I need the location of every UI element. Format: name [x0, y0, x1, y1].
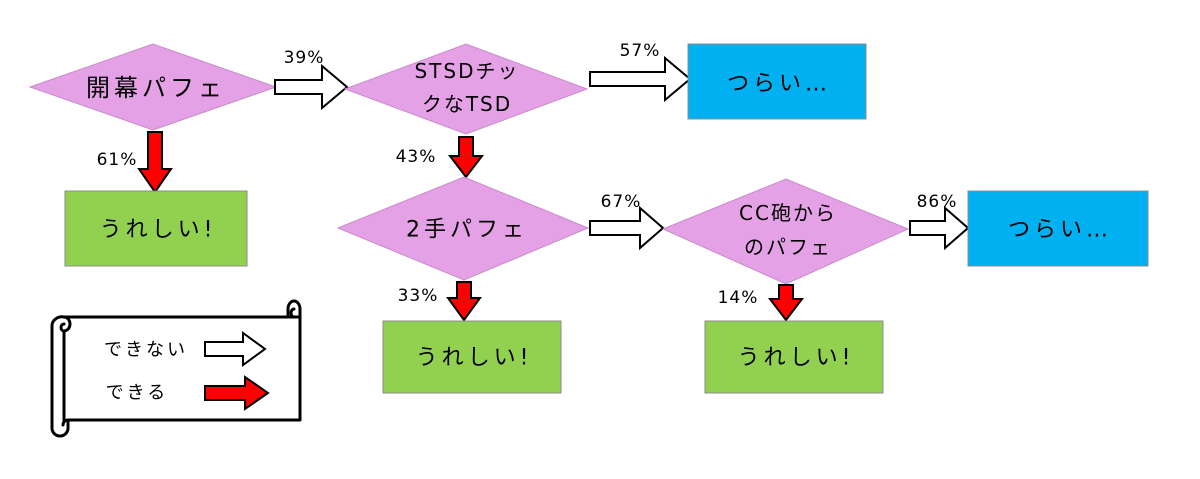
legend-cannot-arrow — [204, 331, 267, 367]
decision-stsd-label-line1: STSDチッ — [414, 59, 519, 83]
edge-probability-label: 57% — [620, 41, 661, 61]
outcome-stsd-fail-box — [687, 43, 867, 120]
legend-can-label: できる — [106, 383, 169, 404]
outcome-cc-success: うれしい! — [704, 320, 884, 394]
edge-probability-label: 43% — [396, 147, 437, 167]
legend-row-cannot: できない — [104, 331, 267, 367]
decision-cc-shape — [661, 178, 910, 285]
outcome-two-hand-success-label: うれしい! — [416, 346, 533, 371]
edge-cc-to-fail: 86% — [909, 192, 970, 251]
outcome-cc-fail-label: つらい… — [1008, 218, 1112, 243]
decision-two-hand-label: 2手パフェ — [406, 218, 528, 243]
decision-opening-perfect: 開幕パフェ — [28, 43, 278, 131]
decision-two-hand: 2手パフェ — [336, 176, 590, 281]
legend-scroll-curl-left — [59, 315, 72, 422]
can-arrow — [137, 131, 173, 194]
legend-scroll-shape — [50, 299, 302, 438]
edge-probability-label: 67% — [601, 192, 642, 212]
edge-probability-label: 39% — [284, 48, 325, 68]
decision-cc: CC砲から のパフェ — [661, 178, 910, 285]
legend: できない できる — [50, 299, 302, 438]
outcome-stsd-fail: つらい… — [687, 43, 867, 120]
edge-cc-to-success: 14% — [718, 284, 805, 322]
cannot-arrow — [274, 63, 349, 111]
outcome-cc-success-box — [704, 320, 884, 394]
can-arrow — [446, 281, 482, 322]
outcome-two-hand-success-box — [382, 320, 562, 394]
decision-opening-perfect-label: 開幕パフェ — [86, 74, 226, 102]
cannot-arrow — [909, 205, 970, 251]
decision-cc-label-line1: CC砲から — [739, 201, 837, 225]
legend-can-arrow — [204, 375, 270, 411]
edge-two-hand-to-cc: 67% — [589, 192, 665, 251]
edge-probability-label: 33% — [398, 286, 439, 306]
legend-scroll-curl-bottom — [61, 418, 70, 427]
edge-stsd-to-two-hand: 43% — [396, 136, 485, 179]
outcome-cc-fail: つらい… — [967, 190, 1149, 267]
decision-stsd: STSDチッ クなTSD — [343, 43, 589, 135]
decision-cc-label-line2: のパフェ — [744, 235, 832, 259]
outcome-opening-success-box — [64, 190, 248, 267]
legend-row-can: できる — [106, 375, 270, 411]
can-arrow — [447, 136, 485, 179]
edge-stsd-to-fail: 57% — [589, 41, 692, 103]
outcome-stsd-fail-label: つらい… — [727, 72, 831, 97]
outcome-opening-success: うれしい! — [64, 190, 248, 267]
edge-probability-label: 86% — [917, 192, 958, 212]
cannot-arrow — [589, 55, 692, 103]
edge-opening-to-stsd: 39% — [274, 48, 349, 111]
edge-opening-to-success: 61% — [97, 131, 173, 194]
legend-cannot-label: できない — [104, 340, 188, 361]
decision-two-hand-shape — [336, 176, 590, 281]
outcome-cc-success-label: うれしい! — [738, 346, 855, 371]
decision-stsd-label-line2: クなTSD — [422, 92, 512, 116]
can-arrow — [767, 284, 805, 322]
outcome-cc-fail-box — [967, 190, 1149, 267]
decision-stsd-shape — [343, 43, 589, 135]
outcome-two-hand-success: うれしい! — [382, 320, 562, 394]
edge-two-hand-to-success: 33% — [398, 281, 482, 322]
edge-probability-label: 61% — [97, 150, 138, 170]
edge-probability-label: 14% — [718, 288, 759, 308]
cannot-arrow — [589, 205, 665, 251]
outcome-opening-success-label: うれしい! — [100, 218, 217, 243]
legend-scroll-curl-right — [286, 307, 302, 319]
